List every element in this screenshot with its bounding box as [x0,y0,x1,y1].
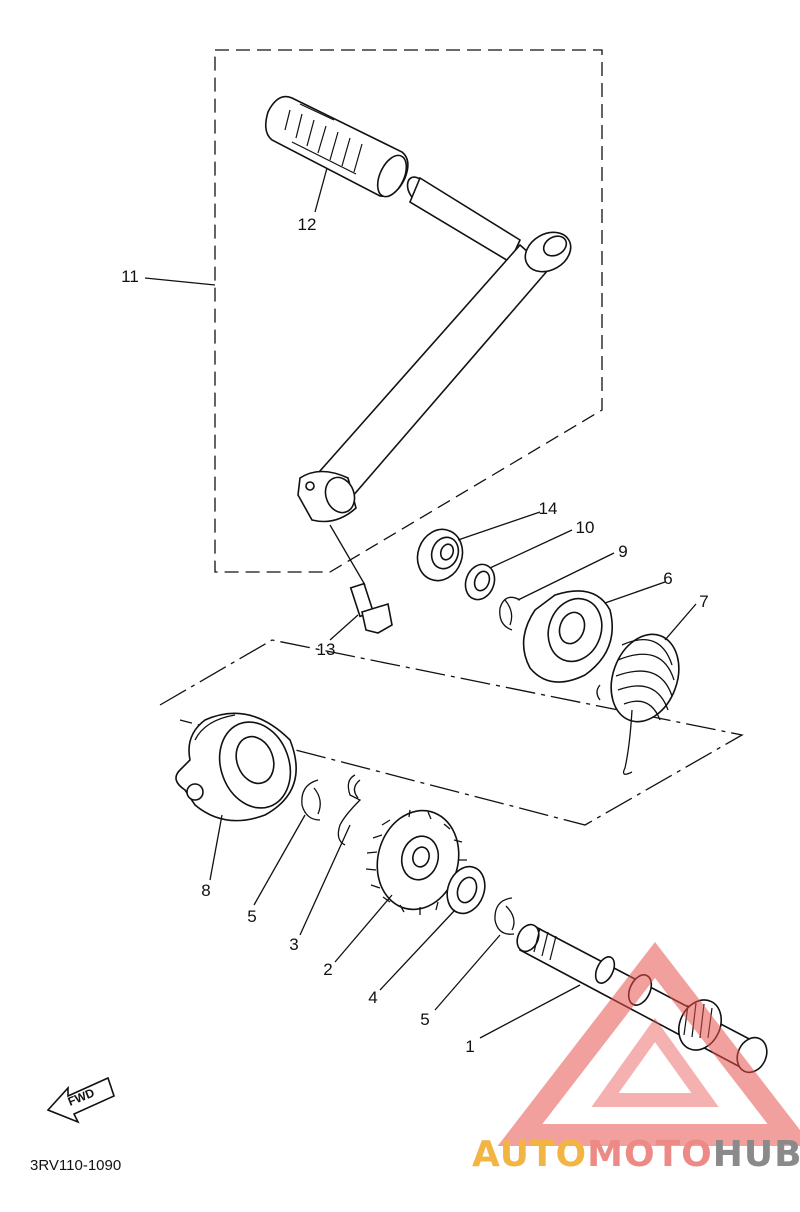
automotohub-logo: AUTOMOTOHUB [472,941,800,1175]
forward-arrow-icon: FWD [46,1076,115,1124]
washer-lower-part [446,865,486,915]
circlip-part [499,596,521,631]
callout-5-lower: 5 [420,1010,429,1029]
kick-axle-plane-outline [159,639,744,826]
logo-triangle-icon [497,941,800,1146]
circlip-lower-part [494,897,515,935]
kick-lever-part [297,176,572,523]
callout-3: 3 [289,935,298,954]
callout-13: 13 [317,640,336,659]
callout-4: 4 [368,988,377,1007]
callout-14: 14 [539,499,558,518]
callout-7: 7 [699,592,708,611]
callout-9: 9 [618,542,627,561]
logo-part-auto: AUTO [472,1134,587,1175]
callout-5-upper: 5 [247,907,256,926]
callout-12: 12 [298,215,317,234]
ratchet-gear-part [365,809,467,915]
kick-axle-housing-part [175,712,297,822]
spring-cover-part [522,590,614,683]
callout-10: 10 [576,518,595,537]
torsion-spring-part [596,633,680,775]
bolt-center-line [329,524,366,586]
callout-2: 2 [323,960,332,979]
grip-part [264,95,409,198]
washer-part [464,563,496,601]
kick-lever-assembly-outline [214,49,603,573]
callout-1: 1 [465,1037,474,1056]
logo-part-moto: MOTO [587,1134,713,1175]
bolt-part [349,582,393,634]
bearing-part [416,528,464,582]
svg-text:AUTOMOTOHUB: AUTOMOTOHUB [472,1134,800,1175]
logo-part-hub: HUB [713,1134,800,1175]
clip-part [337,774,362,846]
circlip-upper-part [301,779,321,821]
callout-8: 8 [201,881,210,900]
diagram-code: 3RV110-1090 [30,1157,121,1174]
callout-6: 6 [663,569,672,588]
callout-11: 11 [121,267,139,286]
leader-lines [144,167,697,1039]
